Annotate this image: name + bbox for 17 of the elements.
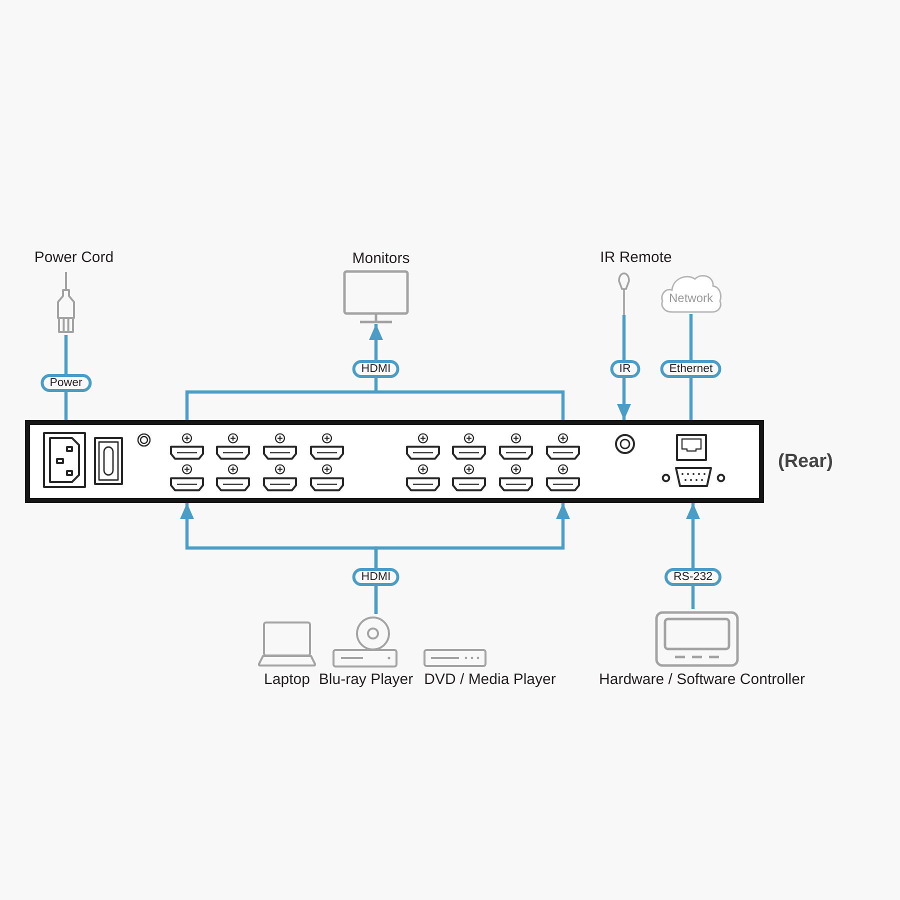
device-label: IR Remote (600, 249, 672, 267)
cable-label: RS-232 (664, 568, 722, 586)
device-label: Hardware / Software Controller (599, 671, 805, 689)
cable-label: HDMI (352, 568, 400, 586)
arrow (180, 503, 570, 614)
device-label: Power Cord (34, 249, 114, 267)
device-label: Blu-ray Player (318, 671, 414, 689)
device-label: Monitors (352, 250, 410, 268)
cable-label: HDMI (352, 360, 400, 378)
panel-caption: (Rear) (778, 451, 833, 473)
device-label: Laptop (264, 671, 310, 689)
cable-label: IR (610, 360, 640, 378)
device-label: Network (669, 291, 713, 305)
cable-label: Power (40, 374, 92, 392)
cable-label: Ethernet (660, 360, 722, 378)
arrow (185, 324, 565, 422)
device-label: DVD / Media Player (424, 671, 556, 689)
